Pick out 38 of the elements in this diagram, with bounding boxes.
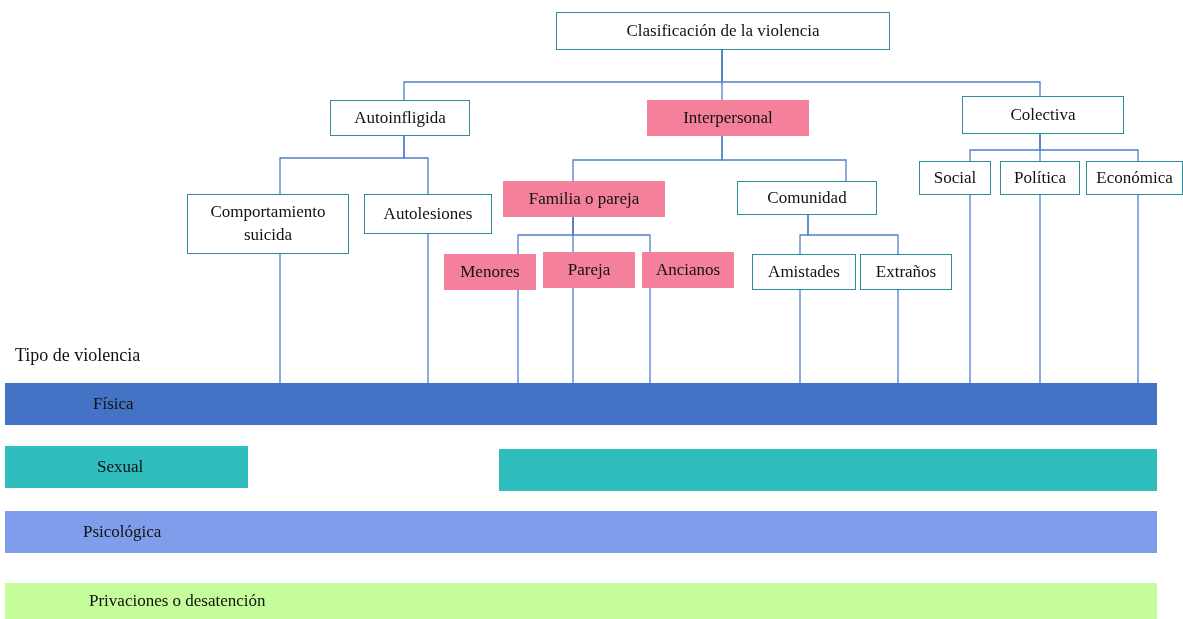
connector-line [1039, 194, 1041, 384]
category-box: Amistades [752, 254, 856, 290]
category-box: Extraños [860, 254, 952, 290]
connector-line [279, 253, 281, 384]
connector-line [403, 135, 429, 195]
axis-heading: Tipo de violencia [15, 345, 141, 366]
connector-line [969, 194, 971, 384]
category-box: Colectiva [962, 96, 1124, 134]
connector-line [517, 289, 519, 384]
type-band: Psicológica [5, 511, 1157, 553]
type-band: Privaciones o desatención [5, 583, 1157, 619]
type-band: Física [5, 383, 1157, 425]
category-box: Autoinfligida [330, 100, 470, 136]
connector-line [427, 233, 429, 384]
highlighted-category-box: Ancianos [642, 252, 734, 288]
connector-line [721, 49, 1041, 97]
connector-line [649, 287, 651, 384]
connector-line [897, 289, 899, 384]
category-box: Comunidad [737, 181, 877, 215]
connector-line [799, 289, 801, 384]
connector-line [721, 135, 847, 182]
category-box: Clasificación de la violencia [556, 12, 890, 50]
highlighted-category-box: Familia o pareja [503, 181, 665, 217]
category-box: Económica [1086, 161, 1183, 195]
type-band [499, 449, 1157, 491]
highlighted-category-box: Pareja [543, 252, 635, 288]
category-box: Comportamiento suicida [187, 194, 349, 254]
connector-line [1137, 194, 1139, 384]
highlighted-category-box: Menores [444, 254, 536, 290]
category-box: Social [919, 161, 991, 195]
connector-line [572, 287, 574, 384]
category-box: Política [1000, 161, 1080, 195]
connector-line [572, 216, 651, 253]
highlighted-category-box: Interpersonal [647, 100, 809, 136]
connector-line [807, 214, 899, 255]
category-box: Autolesiones [364, 194, 492, 234]
connector-line [1039, 133, 1139, 162]
type-band: Sexual [5, 446, 248, 488]
